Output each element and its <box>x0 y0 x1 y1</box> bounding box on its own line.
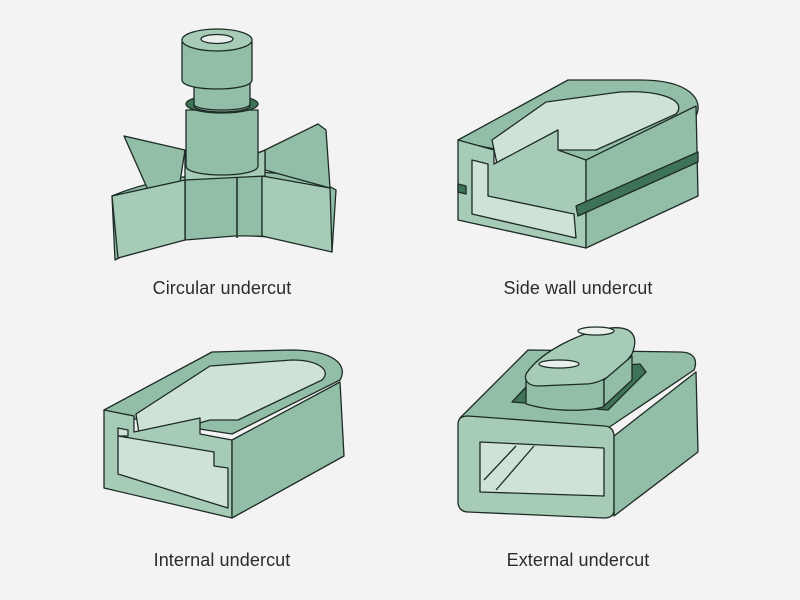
side-wall-undercut-part <box>457 79 699 249</box>
caption-side-wall-undercut: Side wall undercut <box>503 278 653 298</box>
external-undercut-part <box>457 326 699 519</box>
circular-undercut-part <box>111 28 337 261</box>
caption-external-undercut: External undercut <box>506 550 650 570</box>
caption-internal-undercut: Internal undercut <box>153 550 291 570</box>
caption-circular-undercut: Circular undercut <box>152 278 292 298</box>
internal-undercut-part <box>103 349 345 519</box>
